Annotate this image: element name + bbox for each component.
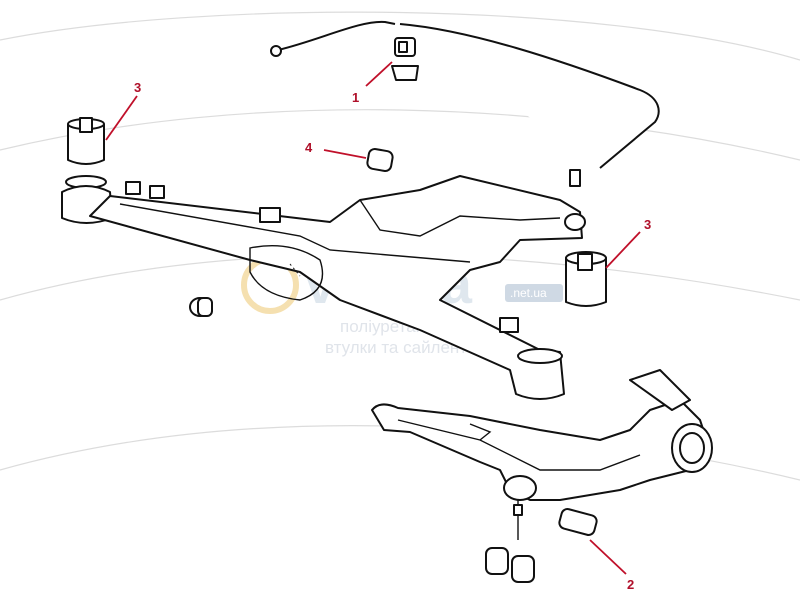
callout-3-right: 3 [644, 217, 651, 232]
subframe-bushing-left [65, 117, 107, 189]
small-bushing [366, 148, 394, 172]
stabilizer-bar [270, 20, 660, 187]
callout-4: 4 [305, 140, 313, 155]
arm-bushings [485, 504, 598, 583]
stabilizer-bushing [391, 37, 419, 81]
watermark-tld: .net.ua [510, 286, 547, 300]
callouts: 1 2 3 3 4 [134, 80, 651, 592]
leader-lines [105, 61, 641, 575]
callout-1: 1 [352, 90, 359, 105]
watermark-tld-bg [505, 284, 563, 302]
leader-3b [605, 231, 641, 269]
trailing-arm [371, 369, 713, 510]
subframe-small-bushing [189, 297, 213, 317]
leader-2 [589, 539, 627, 575]
leader-4 [323, 149, 367, 159]
rear-subframe [61, 175, 586, 400]
leader-1 [365, 61, 393, 87]
leader-3a [105, 95, 138, 141]
callout-3-left: 3 [134, 80, 141, 95]
subframe-bushing-right [565, 251, 607, 307]
callout-2: 2 [627, 577, 634, 592]
